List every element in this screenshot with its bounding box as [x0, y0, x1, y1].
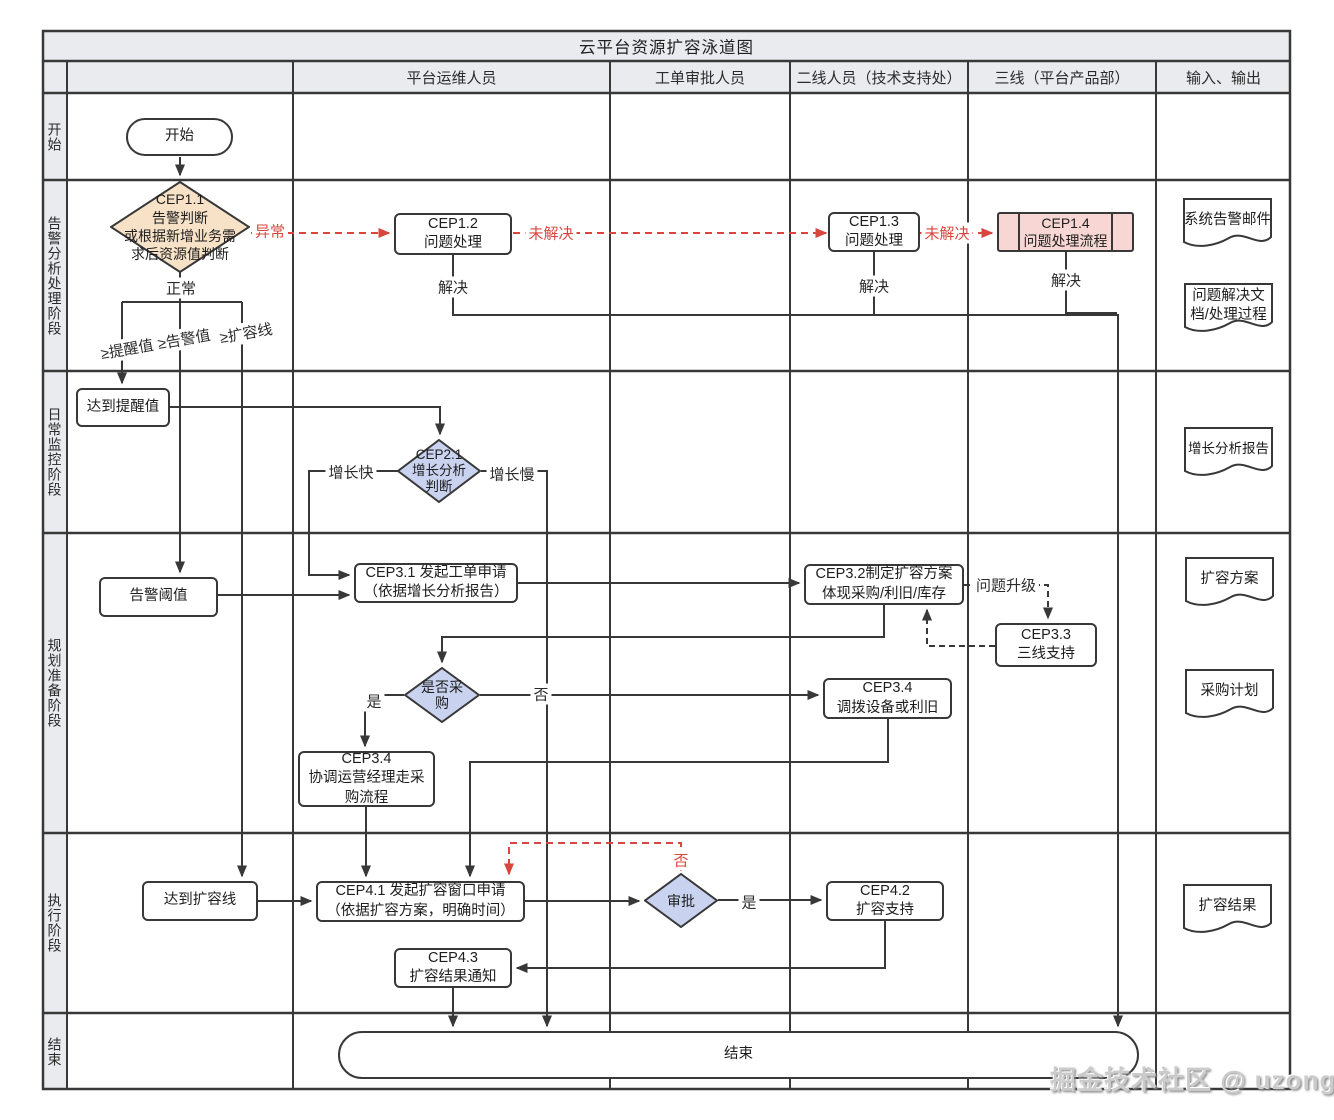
start-node[interactable]: 开始 [126, 118, 233, 156]
cep13-node[interactable]: CEP1.3 问题处理 [828, 212, 920, 252]
label-grow-slow: 增长慢 [486, 463, 538, 485]
lane-daily-monitor: 日常监控阶段 [46, 407, 63, 497]
doc-purchase-plan: 采购计划 [1185, 669, 1274, 722]
cep41-node[interactable]: CEP4.1 发起扩容窗口申请 （依据扩容方案，明确时间） [316, 881, 525, 922]
doc-expansion-result: 扩容结果 [1183, 884, 1272, 937]
label-escalate: 问题升级 [972, 574, 1040, 596]
dashed-connectors [922, 584, 1053, 647]
subprocess-bar-right [1111, 212, 1113, 252]
lane-execute: 执行阶段 [46, 893, 63, 953]
cep31-node[interactable]: CEP3.1 发起工单申请 （依据增长分析报告） [354, 563, 518, 603]
cep42-node[interactable]: CEP4.2 扩容支持 [826, 881, 944, 921]
column-header-second-line: 二线人员（技术支持处） [796, 69, 962, 87]
label-yes-approve: 是 [738, 891, 760, 913]
title-bar-bg [42, 30, 1291, 61]
reach-expand-node[interactable]: 达到扩容线 [142, 881, 258, 921]
label-resolved-3: 解决 [1047, 269, 1085, 291]
cep34-coordinate-node[interactable]: CEP3.4 协调运营经理走采 购流程 [298, 751, 435, 807]
cep33-node[interactable]: CEP3.3 三线支持 [995, 623, 1097, 667]
end-node[interactable]: 结束 [338, 1031, 1139, 1079]
reach-remind-node[interactable]: 达到提醒值 [76, 388, 170, 427]
cep43-node[interactable]: CEP4.3 扩容结果通知 [394, 948, 512, 988]
label-no-purchase: 否 [530, 683, 552, 705]
label-unresolved-2: 未解决 [921, 222, 973, 244]
label-no-approve: 否 [670, 849, 692, 871]
diagram-title: 云平台资源扩容泳道图 [579, 38, 754, 57]
lane-end: 结束 [46, 1036, 63, 1067]
label-unresolved-1: 未解决 [525, 222, 577, 244]
label-resolved-2: 解决 [855, 275, 893, 297]
lane-alarm-analysis: 告警分析处理阶段 [46, 215, 63, 336]
cep21-decision[interactable]: CEP2.1 增长分析 判断 [397, 439, 481, 503]
lane-plan-prepare: 规划准备阶段 [46, 638, 63, 728]
doc-growth-report: 增长分析报告 [1184, 427, 1273, 480]
watermark: 掘金技术社区 @ uzong [1050, 1065, 1334, 1095]
subprocess-bar-left [1018, 212, 1020, 252]
label-grow-fast: 增长快 [325, 461, 377, 483]
lane-label-col-bg [42, 61, 67, 1090]
lane-start: 开始 [46, 121, 63, 152]
column-header-third-line: 三线（平台产品部） [994, 69, 1130, 87]
header-row-bg [67, 61, 1291, 93]
cep32-node[interactable]: CEP3.2制定扩容方案 体现采购/利旧/库存 [804, 564, 964, 605]
cep14-subprocess[interactable]: CEP1.4 问题处理流程 [997, 212, 1134, 252]
purchase-decision[interactable]: 是否采 购 [404, 667, 480, 723]
alarm-threshold-node[interactable]: 告警阈值 [99, 577, 218, 617]
label-normal: 正常 [162, 277, 200, 299]
grid-column-lines [66, 61, 1157, 1089]
doc-alert-mail: 系统告警邮件 [1183, 198, 1272, 251]
label-abnormal: 异常 [251, 220, 289, 242]
column-header-io: 输入、输出 [1185, 69, 1261, 87]
approve-decision[interactable]: 审批 [644, 873, 718, 928]
column-header-ops: 平台运维人员 [406, 69, 497, 87]
column-header-ticket-approver: 工单审批人员 [654, 69, 745, 87]
cep12-node[interactable]: CEP1.2 问题处理 [394, 213, 512, 255]
doc-solution: 问题解决文 档/处理过程 [1184, 283, 1273, 336]
grid-lines [41, 29, 1292, 1091]
label-yes-purchase: 是 [363, 690, 385, 712]
cep11-decision[interactable]: CEP1.1 告警判断 或根据新增业务需 求后资源值判断 [110, 181, 250, 273]
label-resolved-1: 解决 [434, 276, 472, 298]
cep34-allocate-node[interactable]: CEP3.4 调拨设备或利旧 [823, 678, 952, 719]
doc-expansion-plan: 扩容方案 [1185, 557, 1274, 610]
